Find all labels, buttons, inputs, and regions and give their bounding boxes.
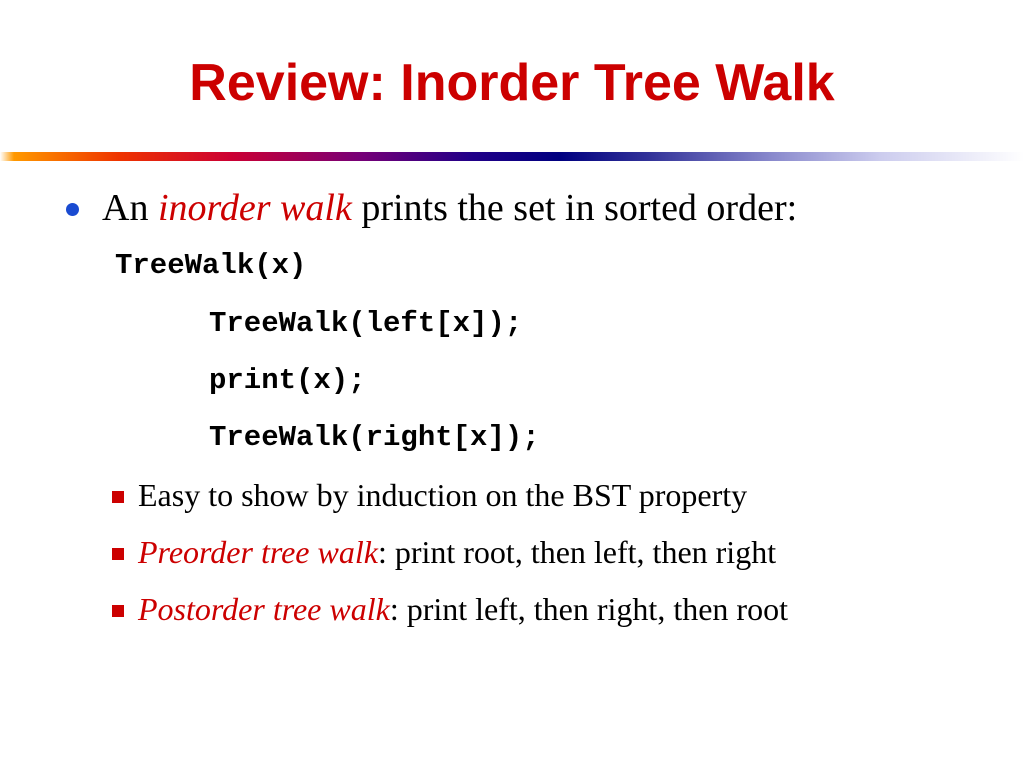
sub-bullet-text: : print left, then right, then root bbox=[389, 591, 788, 627]
sub-bullet-preorder: Preorder tree walk: print root, then lef… bbox=[112, 531, 776, 573]
code-line-signature: TreeWalk(x) bbox=[115, 249, 307, 282]
main-bullet-prefix: An bbox=[102, 187, 158, 229]
main-bullet-suffix: prints the set in sorted order: bbox=[351, 187, 798, 229]
slide-title: Review: Inorder Tree Walk bbox=[189, 54, 835, 112]
title-divider bbox=[0, 152, 1024, 161]
sub-bullet-induction: Easy to show by induction on the BST pro… bbox=[112, 474, 747, 516]
sub-bullet-postorder: Postorder tree walk: print left, then ri… bbox=[112, 588, 788, 630]
square-bullet-icon bbox=[112, 605, 124, 617]
sub-bullet-text: Easy to show by induction on the BST pro… bbox=[138, 477, 748, 513]
code-line-print: print(x); bbox=[209, 364, 366, 397]
square-bullet-icon bbox=[112, 548, 124, 560]
sub-bullet-text: : print root, then left, then right bbox=[377, 534, 777, 570]
main-bullet-text: An inorder walk prints the set in sorted… bbox=[102, 184, 797, 232]
bullet-dot-icon bbox=[66, 184, 90, 232]
main-bullet-emphasis: inorder walk bbox=[157, 187, 352, 229]
code-line-right: TreeWalk(right[x]); bbox=[209, 421, 540, 454]
square-bullet-icon bbox=[112, 491, 124, 503]
sub-bullet-emphasis: Preorder tree walk bbox=[138, 534, 378, 570]
sub-bullet-emphasis: Postorder tree walk bbox=[138, 591, 390, 627]
code-line-left: TreeWalk(left[x]); bbox=[209, 307, 523, 340]
